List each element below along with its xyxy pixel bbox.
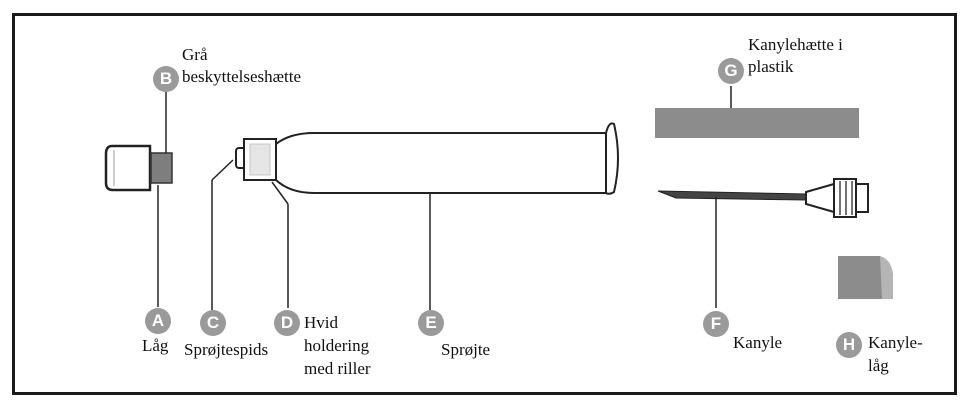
label-grey-protective-cap-line2: beskyttelseshætte <box>182 67 301 86</box>
label-plastic-needle-cap-line2: plastik <box>748 57 794 76</box>
label-grey-protective-cap-line1: Grå <box>182 45 208 64</box>
cap-part <box>104 144 152 192</box>
white-ribbed-holder-ring <box>243 138 277 181</box>
label-holder-ring-line3: med riller <box>304 359 371 378</box>
badge-g: G <box>718 58 744 84</box>
badge-e: E <box>418 310 444 336</box>
syringe-barrel <box>275 122 619 195</box>
badge-a: A <box>145 308 171 334</box>
label-syringe-tip: Sprøjtespids <box>184 340 269 359</box>
label-needle: Kanyle <box>733 333 783 352</box>
label-cap: Låg <box>142 336 169 355</box>
badge-h: H <box>836 332 862 358</box>
badge-b: B <box>153 66 179 92</box>
label-plastic-needle-cap-line1: Kanylehætte i <box>748 35 843 54</box>
badge-f: F <box>703 311 729 337</box>
badge-c: C <box>200 310 226 336</box>
badge-d: D <box>274 310 300 336</box>
grey-protective-cap <box>150 152 173 184</box>
needle-lid <box>838 256 893 299</box>
label-syringe: Sprøjte <box>441 340 491 359</box>
leader-lines <box>157 86 732 310</box>
label-holder-ring-line1: Hvid <box>304 313 338 332</box>
label-needle-lid-line1: Kanyle- <box>868 333 923 352</box>
needle <box>657 178 869 218</box>
label-holder-ring-line2: holdering <box>304 336 370 355</box>
label-needle-lid-line2: låg <box>868 356 889 375</box>
plastic-needle-cap <box>655 108 859 138</box>
